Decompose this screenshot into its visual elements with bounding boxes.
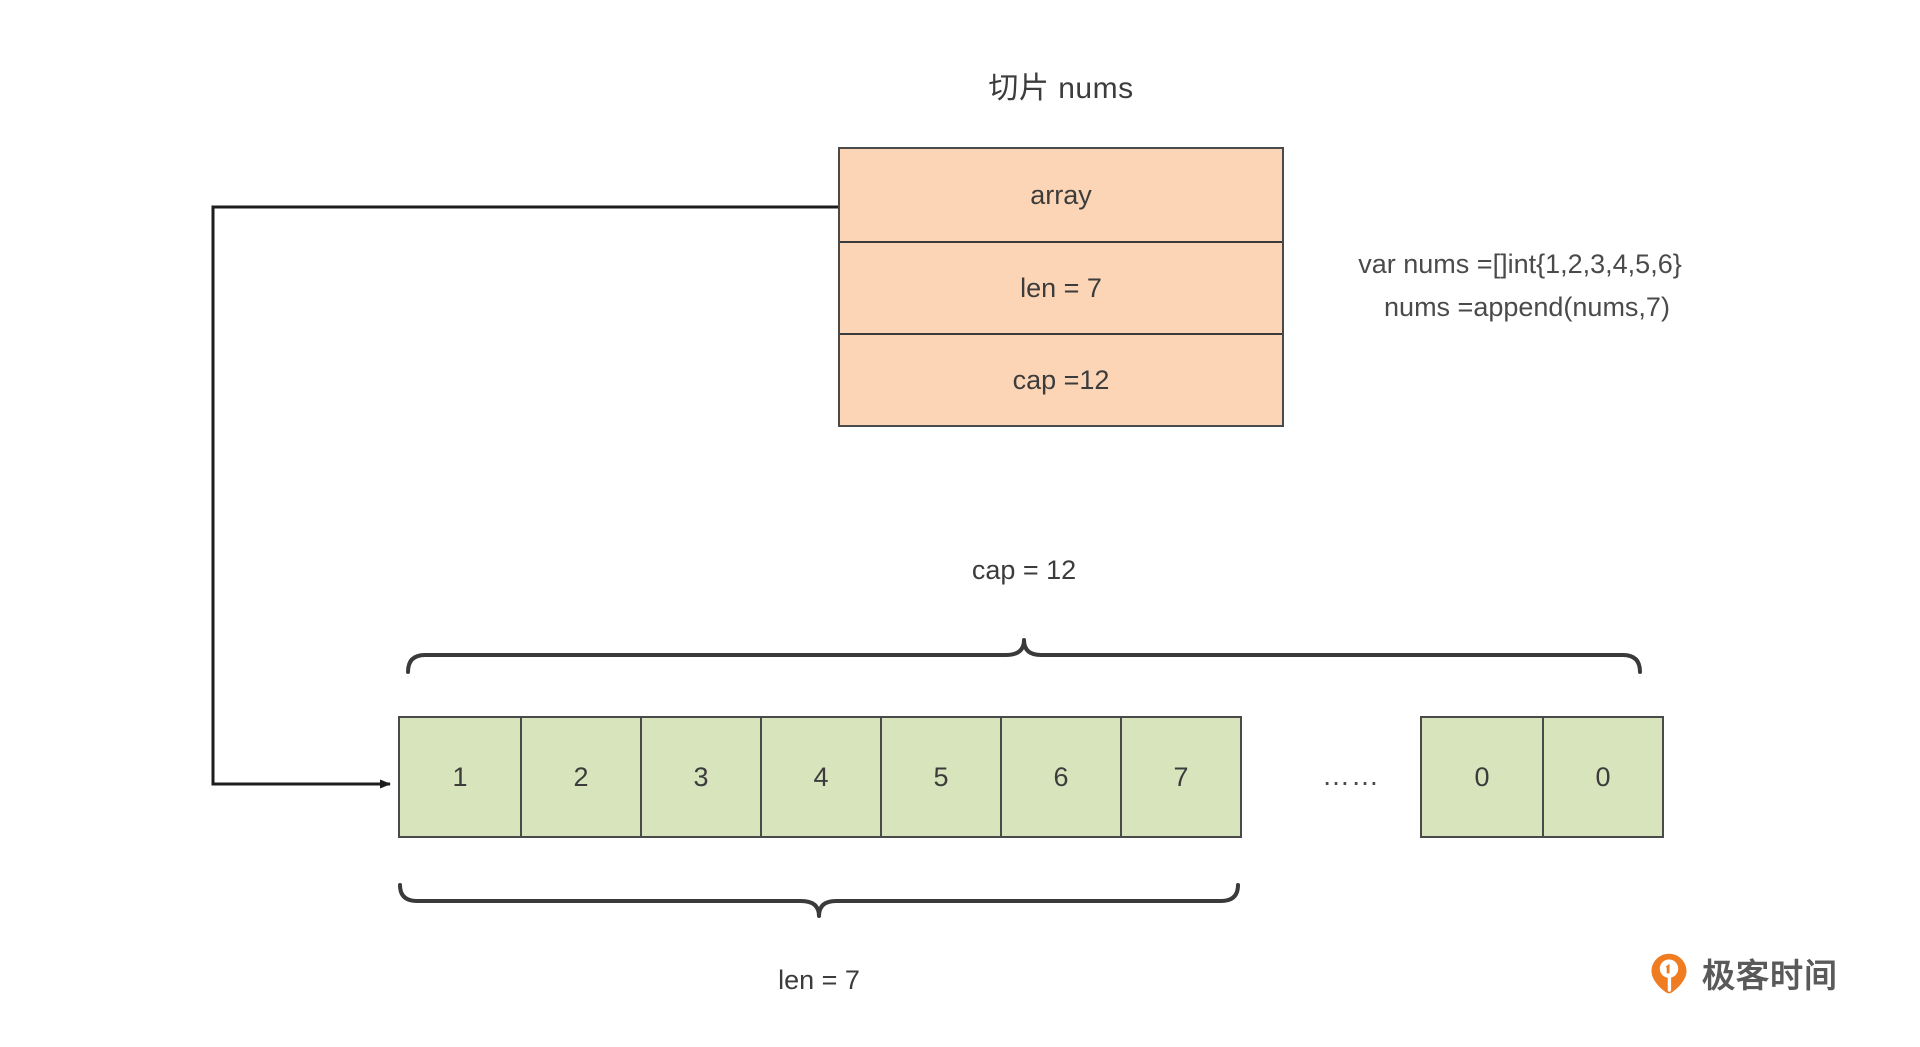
array-cell: 2 [520,718,640,836]
code-line-declaration: var nums =[]int{1,2,3,4,5,6} [1358,249,1682,279]
array-cell: 6 [1000,718,1120,836]
geektime-pin-icon [1651,953,1687,994]
diagram-title: 切片 nums [988,72,1134,105]
array-cell: 0 [1542,718,1662,836]
array-cell: 4 [760,718,880,836]
cap-brace-label: cap = 12 [971,555,1077,585]
slice-struct-box: array len = 7 cap =12 [838,147,1284,427]
array-cell: 7 [1120,718,1240,836]
array-cell: 3 [640,718,760,836]
array-pointer-line [211,205,838,789]
watermark: 极客时间 [1648,949,1838,997]
cap-brace [406,638,1642,674]
slice-field-array: array [840,149,1282,241]
backing-array-used: 1 2 3 4 5 6 7 [398,716,1242,838]
len-brace-label: len = 7 [778,965,860,995]
slice-field-cap: cap =12 [840,333,1282,425]
len-brace [398,883,1240,918]
watermark-text: 极客时间 [1702,957,1838,994]
code-line-append: nums =append(nums,7) [1384,292,1670,322]
array-ellipsis: …… [1322,760,1380,791]
array-cell: 0 [1422,718,1542,836]
code-annotation: var nums =[]int{1,2,3,4,5,6} nums =appen… [1285,243,1755,329]
array-cell: 1 [400,718,520,836]
backing-array-spare: 0 0 [1420,716,1664,838]
array-cell: 5 [880,718,1000,836]
slice-field-len: len = 7 [840,241,1282,333]
